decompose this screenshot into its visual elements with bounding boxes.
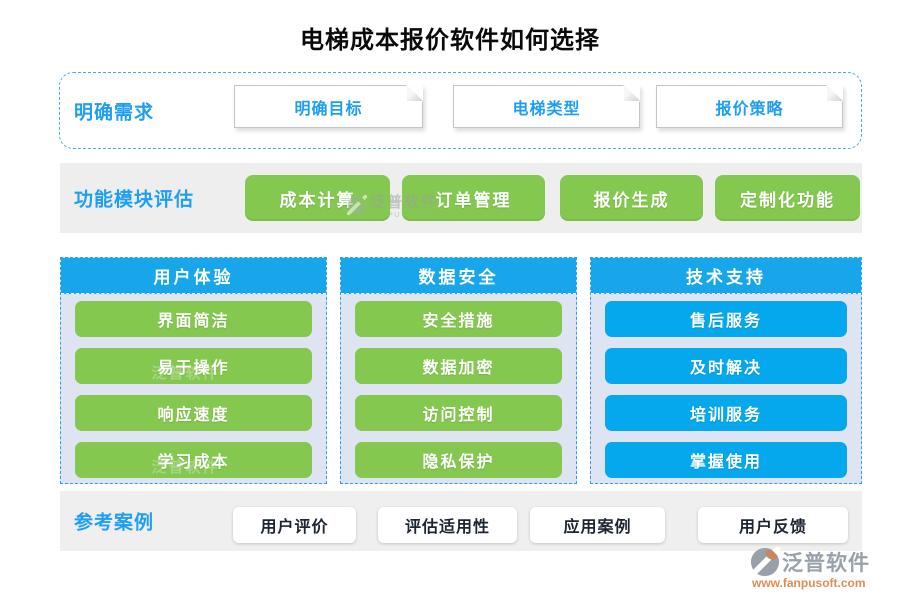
brand-url[interactable]: www.fanpusoft.com <box>752 576 866 590</box>
column-user-experience: 用户体验 界面简洁 易于操作 响应速度 学习成本 泛普软件 泛普软件 <box>60 257 327 484</box>
watermark: 泛普软件 FANPU SOFTWARE <box>347 195 456 219</box>
item-response-speed[interactable]: 响应速度 <box>75 395 312 431</box>
section-reference-cases: 参考案例 用户评价 评估适用性 应用案例 用户反馈 <box>60 491 862 551</box>
column-header: 技术支持 <box>591 258 861 294</box>
item-after-sales-service[interactable]: 售后服务 <box>605 301 847 337</box>
column-technical-support: 技术支持 售后服务 及时解决 培训服务 掌握使用 <box>590 257 862 484</box>
button-user-feedback[interactable]: 用户反馈 <box>698 507 848 543</box>
modules-label: 功能模块评估 <box>74 189 195 211</box>
button-user-reviews[interactable]: 用户评价 <box>233 507 356 543</box>
button-evaluate-suitability[interactable]: 评估适用性 <box>378 507 517 543</box>
cases-label: 参考案例 <box>74 512 155 534</box>
section-requirements: 明确需求 明确目标 电梯类型 报价策略 <box>59 72 862 149</box>
item-security-measures[interactable]: 安全措施 <box>355 301 562 337</box>
column-header: 数据安全 <box>341 258 576 294</box>
button-order-management[interactable]: 订单管理 <box>402 175 545 221</box>
tab-label: 明确目标 <box>294 100 363 118</box>
item-easy-to-operate[interactable]: 易于操作 <box>75 348 312 384</box>
item-mastering-usage[interactable]: 掌握使用 <box>605 442 847 478</box>
item-training-service[interactable]: 培训服务 <box>605 395 847 431</box>
requirements-label: 明确需求 <box>74 102 155 123</box>
fanpu-logo-icon <box>750 547 780 577</box>
tab-label: 报价策略 <box>715 100 784 118</box>
button-quote-generation[interactable]: 报价生成 <box>560 175 703 221</box>
tab-elevator-type[interactable]: 电梯类型 <box>453 85 640 128</box>
item-learning-cost[interactable]: 学习成本 <box>75 442 312 478</box>
watermark-name: 泛普软件 <box>370 194 439 211</box>
brand-name: 泛普软件 <box>782 552 870 575</box>
button-custom-functions[interactable]: 定制化功能 <box>715 175 860 221</box>
item-timely-resolution[interactable]: 及时解决 <box>605 348 847 384</box>
tab-label: 电梯类型 <box>512 100 581 118</box>
footer-brand: 泛普软件 www.fanpusoft.com <box>750 547 895 590</box>
column-header: 用户体验 <box>61 258 326 294</box>
item-data-encryption[interactable]: 数据加密 <box>355 348 562 384</box>
fanpu-logo-icon <box>347 195 367 215</box>
tab-quote-strategy[interactable]: 报价策略 <box>656 85 843 128</box>
page-title: 电梯成本报价软件如何选择 <box>300 28 600 54</box>
button-application-cases[interactable]: 应用案例 <box>530 507 665 543</box>
column-data-security: 数据安全 安全措施 数据加密 访问控制 隐私保护 <box>340 257 577 484</box>
item-access-control[interactable]: 访问控制 <box>355 395 562 431</box>
watermark-subtitle: FANPU SOFTWARE <box>370 212 456 219</box>
item-simple-interface[interactable]: 界面简洁 <box>75 301 312 337</box>
section-function-modules: 功能模块评估 成本计算 订单管理 报价生成 定制化功能 泛普软件 FANPU S… <box>60 163 862 233</box>
tab-clear-goals[interactable]: 明确目标 <box>234 85 423 128</box>
item-privacy-protection[interactable]: 隐私保护 <box>355 442 562 478</box>
